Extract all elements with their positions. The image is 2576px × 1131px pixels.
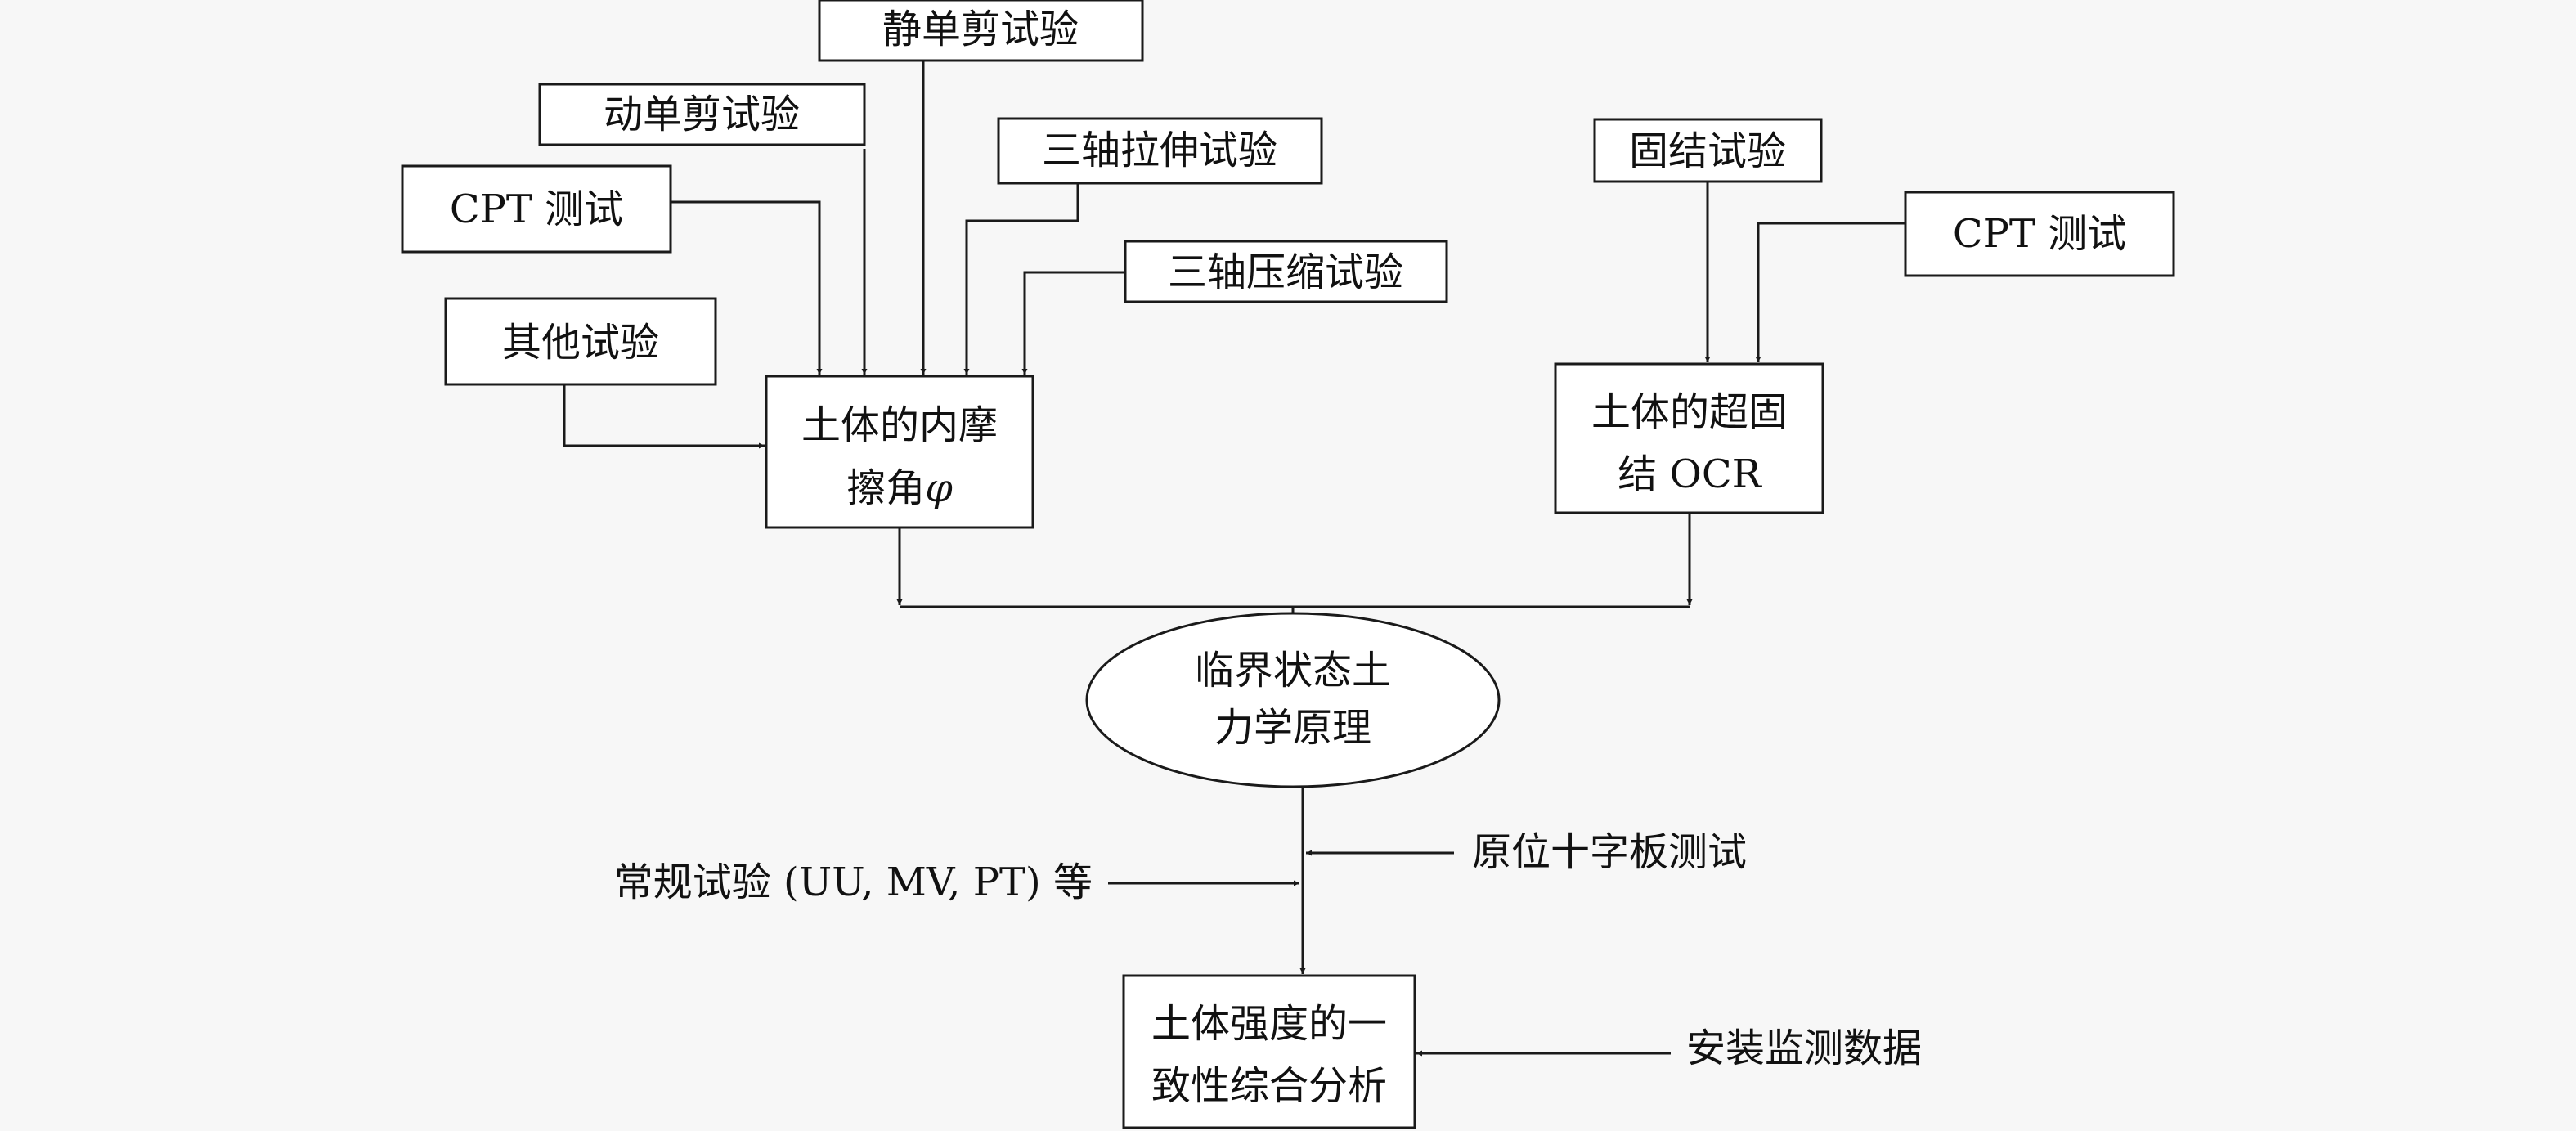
other-tests-box xyxy=(444,297,717,386)
arrow-other-tests xyxy=(563,384,765,449)
triaxial-extension-label: 三轴拉伸试验 xyxy=(1042,128,1277,173)
static-simple-shear-box xyxy=(818,0,1144,62)
cpt-test-label-right: CPT 测试 xyxy=(1953,211,2126,257)
dynamic-simple-shear-label: 动单剪试验 xyxy=(604,92,800,137)
conventional-tests-label: 常规试验 (UU, MV, PT) 等 xyxy=(614,859,1093,905)
triaxial-extension-box xyxy=(997,117,1323,185)
consistency-analysis-box xyxy=(1122,974,1416,1129)
static-simple-shear-label: 静单剪试验 xyxy=(882,7,1079,52)
critical-state-line1: 临界状态土 xyxy=(1195,648,1391,693)
friction-angle-line2: 擦角φ xyxy=(846,465,953,511)
arrow-cpt-right xyxy=(1755,222,1905,362)
dynamic-simple-shear-box xyxy=(538,83,866,146)
consistency-analysis-line1: 土体强度的一 xyxy=(1151,1001,1387,1047)
cpt-test-box-left xyxy=(401,164,672,254)
friction-angle-box xyxy=(765,375,1034,529)
cpt-test-box-right xyxy=(1904,191,2175,277)
arrow-cpt-left xyxy=(671,200,823,375)
cpt-test-label-left: CPT 测试 xyxy=(450,186,623,232)
triaxial-compression-label: 三轴压缩试验 xyxy=(1168,249,1403,295)
critical-state-ellipse xyxy=(1085,612,1501,788)
consolidation-test-box xyxy=(1593,118,1823,183)
ocr-box xyxy=(1554,362,1824,514)
arrow-triaxial-compression xyxy=(1021,271,1125,375)
consistency-analysis-line2: 致性综合分析 xyxy=(1151,1063,1387,1109)
ocr-line2: 结 OCR xyxy=(1618,451,1762,497)
monitoring-data-label: 安装监测数据 xyxy=(1686,1026,1922,1071)
critical-state-line2: 力学原理 xyxy=(1214,705,1371,751)
friction-angle-line1: 土体的内摩 xyxy=(801,402,998,448)
vane-shear-test-label: 原位十字板测试 xyxy=(1472,829,1747,875)
arrow-triaxial-extension xyxy=(963,183,1079,375)
consolidation-test-label: 固结试验 xyxy=(1629,128,1786,174)
other-tests-label: 其他试验 xyxy=(502,320,659,366)
ocr-line1: 土体的超固 xyxy=(1591,389,1788,435)
